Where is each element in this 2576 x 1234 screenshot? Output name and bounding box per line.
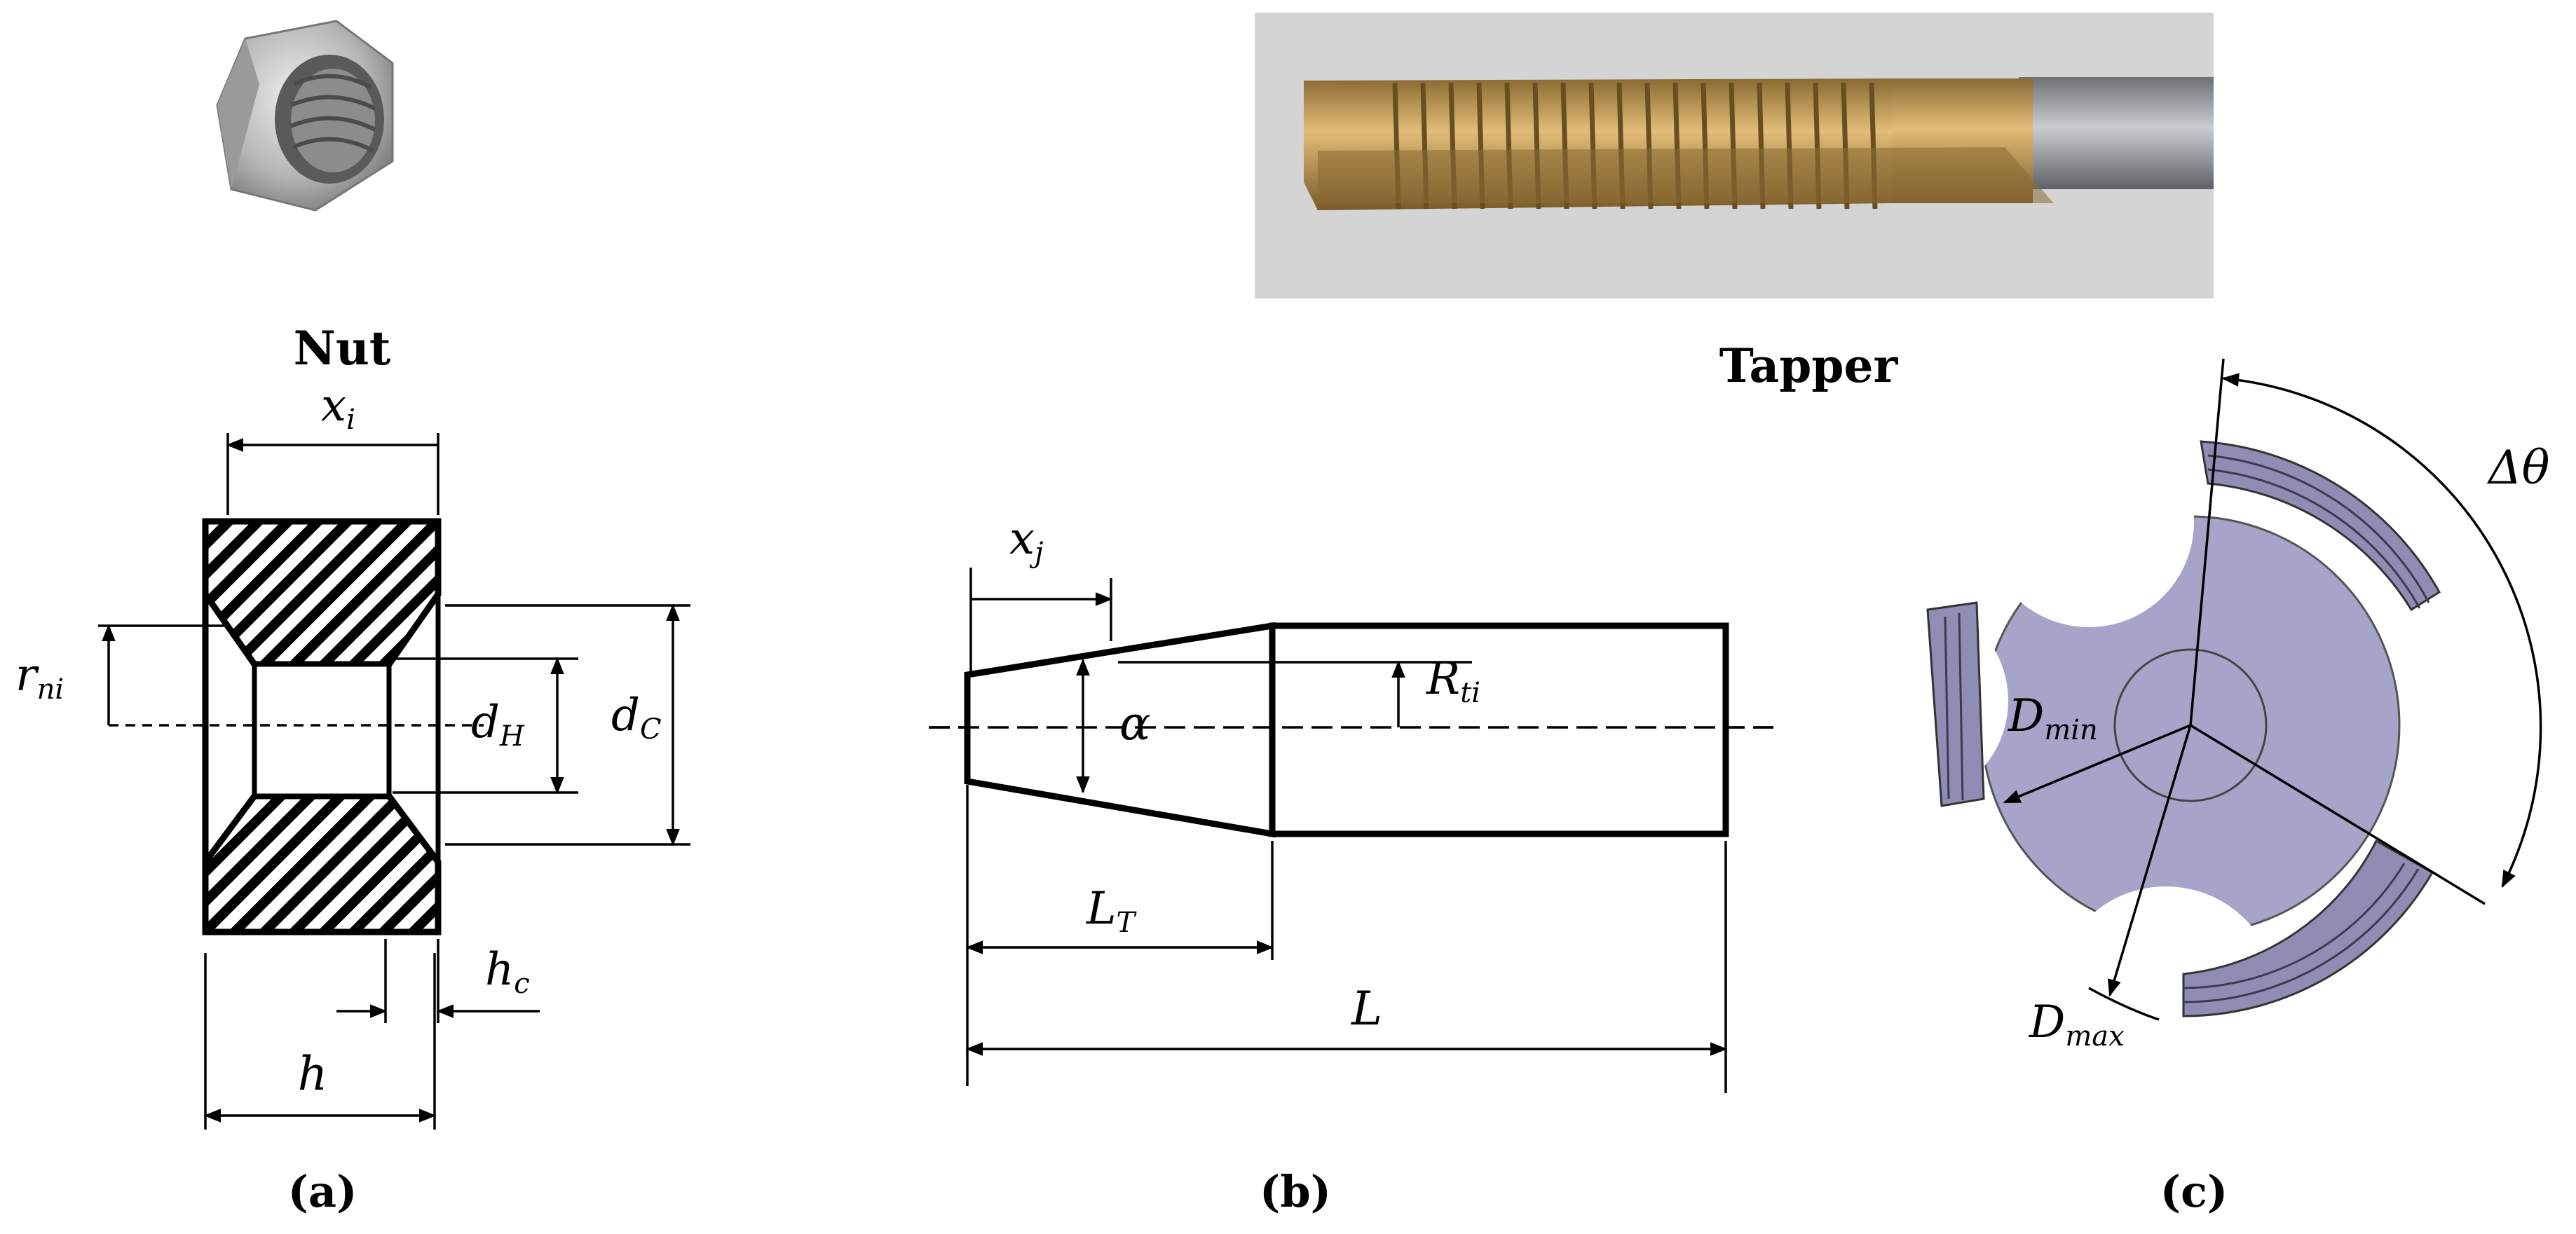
label-r-ti: Rti xyxy=(1426,653,1480,709)
label-d-min: Dmin xyxy=(2008,690,2098,746)
label-r-ni: rni xyxy=(15,650,64,706)
tap-section-dimensions xyxy=(2003,358,2542,1021)
label-x-i: xi xyxy=(321,380,355,436)
panel-label-c: (c) xyxy=(2160,1166,2228,1217)
nut-section xyxy=(202,518,442,935)
label-h-c: hc xyxy=(485,944,530,1000)
label-d-h: dH xyxy=(471,697,525,753)
tapper-title: Tapper xyxy=(1719,338,1899,393)
label-h: h xyxy=(298,1047,328,1101)
panel-label-b: (b) xyxy=(1260,1166,1331,1217)
tap-dimensions xyxy=(965,568,1728,1093)
label-x-j: xj xyxy=(1009,513,1044,569)
label-delta-theta: Δθ xyxy=(2486,441,2549,495)
label-l: L xyxy=(1351,982,1382,1036)
panel-label-a: (a) xyxy=(288,1166,357,1217)
label-d-c: dC xyxy=(611,690,662,746)
label-d-max: Dmax xyxy=(2029,996,2125,1053)
label-l-t: LT xyxy=(1086,883,1138,939)
nut-photo xyxy=(216,20,394,212)
label-alpha: α xyxy=(1119,697,1151,750)
tap-photo xyxy=(1255,13,2214,299)
nut-dimensions xyxy=(98,433,690,1130)
tap-cross-section xyxy=(1805,417,2441,1111)
tap-profile xyxy=(929,622,1773,838)
nut-title: Nut xyxy=(294,321,391,376)
